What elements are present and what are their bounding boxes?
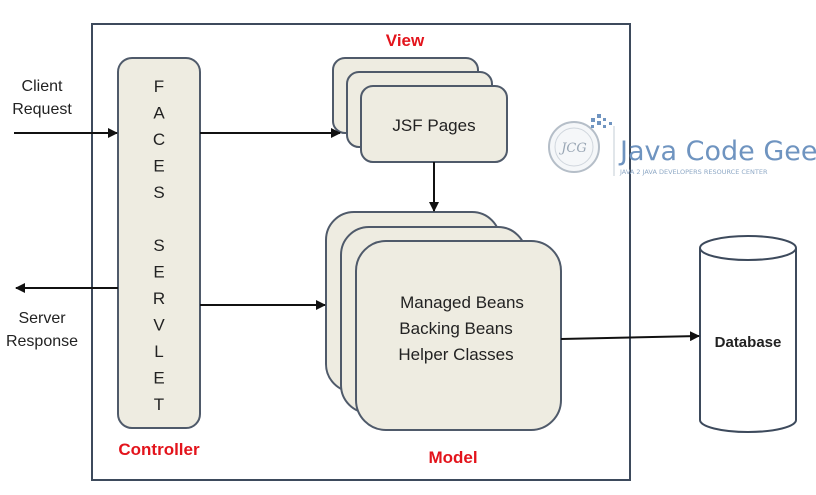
model-box [355, 240, 562, 431]
faces-servlet-letter: S [153, 236, 164, 255]
server-response-label-line1: Server [18, 310, 66, 327]
outer-frame [91, 23, 631, 481]
client-request-label-line2: Request [12, 101, 72, 118]
faces-servlet-letter: E [153, 263, 164, 282]
controller-label: Controller [118, 440, 200, 459]
client-request-label-line1: Client [22, 78, 63, 95]
faces-servlet-letter: R [153, 289, 165, 308]
jcg-logo-dots [591, 114, 612, 128]
faces-servlet-letter: T [154, 395, 164, 414]
view-label: View [386, 31, 425, 50]
jcg-logo-initials: JCG [558, 141, 587, 156]
faces-servlet-letter: E [153, 157, 164, 176]
faces-servlet-letter: F [154, 77, 164, 96]
database-label: Database [715, 334, 782, 351]
jcg-logo-circle [548, 121, 600, 173]
server-response-label-line2: Response [6, 333, 78, 350]
faces-servlet-letter: E [153, 369, 164, 388]
jcg-logo-subtitle: JAVA 2 JAVA DEVELOPERS RESOURCE CENTER [619, 168, 768, 176]
faces-servlet-letter: A [153, 104, 165, 123]
model-line-3: Helper Classes [398, 345, 513, 364]
jcg-logo-title: Java Code Geeks [618, 136, 816, 167]
model-to-database-arrow [560, 331, 700, 342]
faces-servlet-letter: V [153, 316, 165, 335]
faces-servlet-letter: C [153, 130, 165, 149]
faces-servlet-box [117, 57, 201, 429]
database-cylinder [699, 248, 797, 433]
faces-servlet-letter: S [153, 183, 164, 202]
faces-servlet-letter: L [154, 342, 163, 361]
model-label: Model [428, 448, 477, 467]
jsf-pages-label: JSF Pages [392, 116, 475, 135]
java-code-geeks-logo: JCG Java Code Geeks JAVA 2 JAVA DEVELOPE… [548, 114, 816, 176]
database-cylinder-top [699, 235, 797, 261]
model-line-2: Backing Beans [399, 319, 512, 338]
model-line-1: Managed Beans [400, 293, 524, 312]
